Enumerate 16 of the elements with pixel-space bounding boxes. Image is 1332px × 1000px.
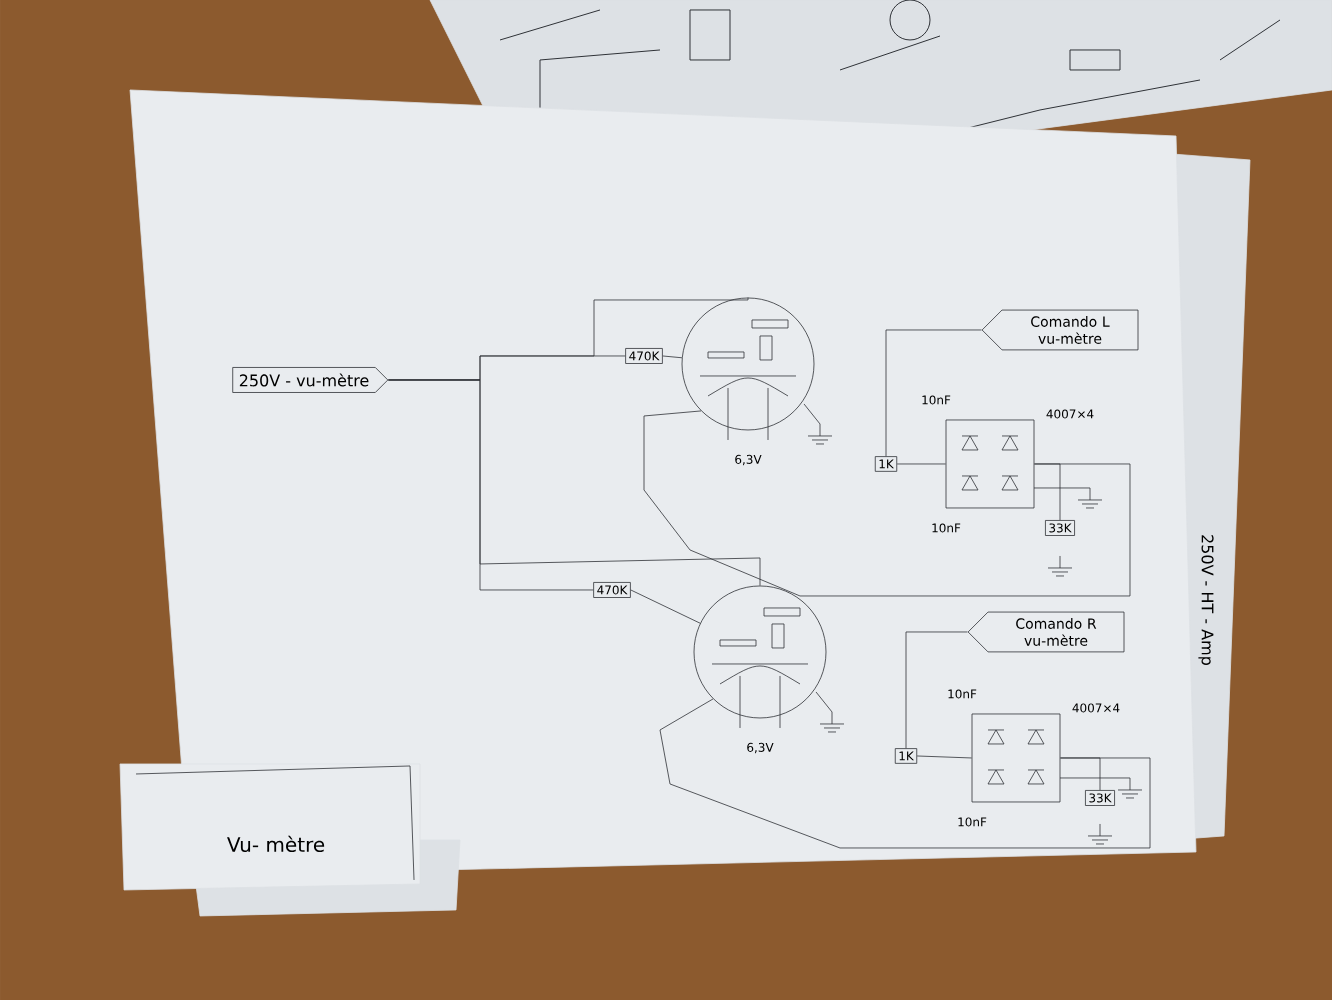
wire: [896, 463, 946, 465]
wire: [388, 379, 761, 586]
diode-bridge: [971, 713, 1061, 803]
wire: [885, 329, 982, 457]
wire: [662, 355, 683, 359]
wire: [630, 589, 701, 624]
wire: [905, 631, 968, 749]
wire: [916, 755, 972, 759]
handwritten-note: Vu- mètre: [227, 835, 325, 853]
wire: [643, 410, 1131, 597]
label-tag: 250V - vu-mètre: [232, 367, 389, 393]
vacuum-tube: [681, 297, 815, 441]
wire: [659, 698, 1151, 849]
vacuum-tube: [693, 585, 827, 729]
diode-bridge: [945, 419, 1035, 509]
handwritten-note: 250V - HT - Amp: [1198, 535, 1214, 665]
